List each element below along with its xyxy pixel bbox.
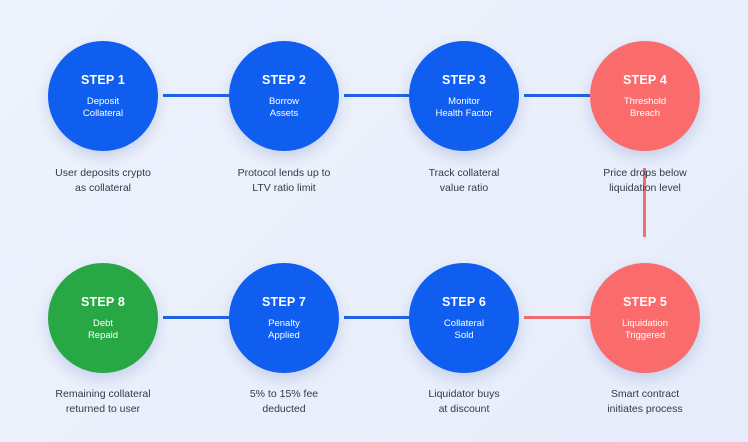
step-label-line: Debt — [92, 317, 114, 329]
step-title: STEP 2 — [261, 72, 307, 87]
step-label-line: Repaid — [87, 329, 119, 341]
step-title: STEP 8 — [80, 294, 126, 309]
step-8-description: Remaining collateral returned to user — [28, 387, 178, 417]
description-line: deducted — [262, 403, 306, 415]
step-label-line: Triggered — [624, 329, 666, 341]
connector-step5-step6 — [524, 316, 590, 319]
step-8-node: STEP 8 Debt Repaid — [48, 263, 158, 373]
step-label: Penalty Applied — [268, 318, 300, 342]
step-5-description: Smart contract initiates process — [570, 387, 720, 417]
step-1-node: STEP 1 Deposit Collateral — [48, 41, 158, 151]
step-title: STEP 7 — [261, 294, 307, 309]
connector-step7-step8 — [163, 316, 230, 319]
description-line: Price drops below — [603, 167, 687, 179]
description-line: value ratio — [439, 182, 489, 194]
step-3-description: Track collateral value ratio — [389, 166, 539, 196]
description-line: Remaining collateral — [55, 388, 151, 400]
description-line: Smart contract — [610, 388, 680, 400]
step-title: STEP 6 — [441, 294, 487, 309]
connector-step3-step4 — [524, 94, 590, 97]
step-label-line: Breach — [629, 107, 661, 119]
step-6-node: STEP 6 Collateral Sold — [409, 263, 519, 373]
description-line: Liquidator buys — [428, 388, 500, 400]
step-7-node: STEP 7 Penalty Applied — [229, 263, 339, 373]
step-label-line: Liquidation — [622, 317, 668, 329]
step-label-line: Applied — [268, 329, 300, 341]
step-title: STEP 1 — [80, 72, 126, 87]
step-label-line: Borrow — [268, 95, 300, 107]
step-label-line: Monitor — [448, 95, 480, 107]
step-label-line: Deposit — [86, 95, 120, 107]
step-6-description: Liquidator buys at discount — [389, 387, 539, 417]
step-2-description: Protocol lends up to LTV ratio limit — [209, 166, 359, 196]
step-label-line: Collateral — [443, 317, 485, 329]
description-line: as collateral — [74, 182, 132, 194]
step-1-description: User deposits crypto as collateral — [28, 166, 178, 196]
connector-step6-step7 — [344, 316, 410, 319]
step-label: Collateral Sold — [444, 318, 484, 342]
step-2-node: STEP 2 Borrow Assets — [229, 41, 339, 151]
description-line: liquidation level — [609, 182, 681, 194]
step-label-line: Collateral — [82, 107, 124, 119]
description-line: returned to user — [65, 403, 141, 415]
step-title: STEP 5 — [622, 294, 668, 309]
step-title: STEP 4 — [622, 72, 668, 87]
step-label: Borrow Assets — [269, 96, 299, 120]
step-3-node: STEP 3 Monitor Health Factor — [409, 41, 519, 151]
step-label: Threshold Breach — [624, 96, 666, 120]
step-label-line: Threshold — [623, 95, 667, 107]
description-line: User deposits crypto — [55, 167, 151, 179]
description-line: initiates process — [607, 403, 683, 415]
connector-step4-step5 — [643, 168, 646, 237]
step-4-description: Price drops below liquidation level — [570, 166, 720, 196]
description-line: Protocol lends up to — [237, 167, 331, 179]
description-line: Track collateral — [428, 167, 500, 179]
step-label-line: Health Factor — [435, 107, 493, 119]
step-label-line: Assets — [269, 107, 299, 119]
step-label-line: Sold — [454, 329, 474, 341]
step-label: Debt Repaid — [88, 318, 118, 342]
step-7-description: 5% to 15% fee deducted — [209, 387, 359, 417]
step-label: Deposit Collateral — [83, 96, 123, 120]
step-label: Liquidation Triggered — [622, 318, 668, 342]
step-label: Monitor Health Factor — [435, 96, 492, 120]
step-title: STEP 3 — [441, 72, 487, 87]
step-5-node: STEP 5 Liquidation Triggered — [590, 263, 700, 373]
connector-step2-step3 — [344, 94, 410, 97]
description-line: LTV ratio limit — [252, 182, 316, 194]
connector-step1-step2 — [163, 94, 230, 97]
description-line: at discount — [438, 403, 490, 415]
description-line: 5% to 15% fee — [249, 388, 319, 400]
step-label-line: Penalty — [268, 317, 300, 329]
step-4-node: STEP 4 Threshold Breach — [590, 41, 700, 151]
